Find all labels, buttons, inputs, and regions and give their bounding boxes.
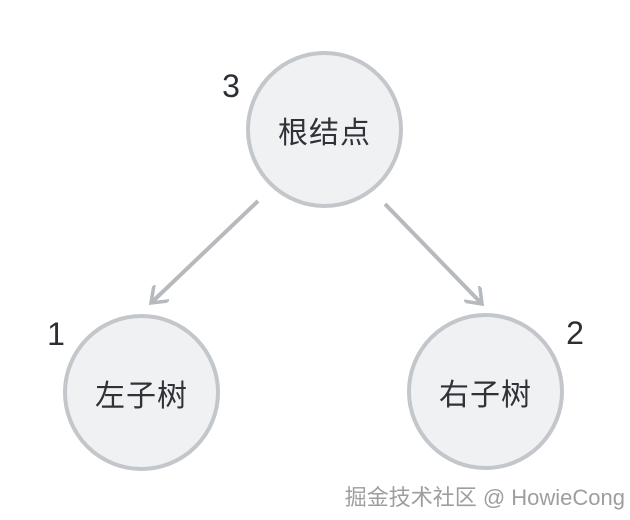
left-subtree-node-circle: 左子树 — [63, 314, 220, 471]
root-node-label: 根结点 — [278, 116, 371, 150]
traversal-order-right: 2 — [566, 315, 584, 351]
left-subtree-node-label: 左子树 — [95, 379, 188, 413]
edge-root-to-right-arrow — [383, 202, 482, 304]
edge-root-to-left-arrow — [151, 199, 260, 303]
traversal-order-left: 1 — [47, 316, 65, 352]
right-subtree-node-label: 右子树 — [439, 378, 532, 412]
watermark: 掘金技术社区 @ HowieCong — [344, 485, 625, 510]
root-node-circle: 根结点 — [246, 51, 403, 208]
right-subtree-node-circle: 右子树 — [407, 313, 564, 470]
traversal-order-root: 3 — [222, 68, 240, 104]
